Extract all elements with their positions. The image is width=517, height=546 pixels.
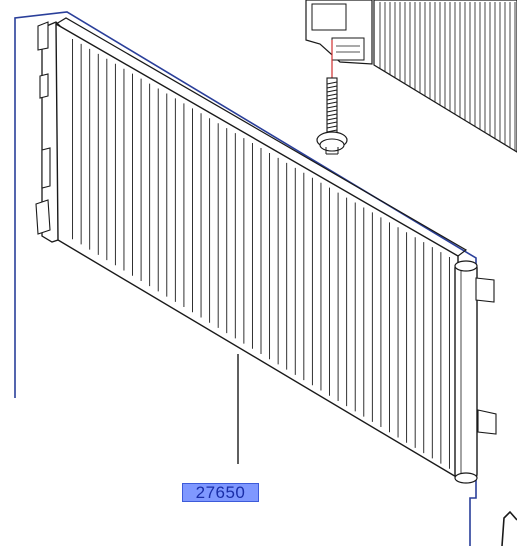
callout-outline-left bbox=[14, 11, 477, 546]
line-art-stroke bbox=[326, 113, 338, 117]
part-number-label[interactable]: 27650 bbox=[182, 483, 259, 502]
background-radiator bbox=[305, 0, 517, 153]
line-art-stroke bbox=[326, 125, 338, 129]
line-art-stroke bbox=[326, 121, 338, 125]
line-art-stroke bbox=[326, 97, 338, 101]
line-art-stroke bbox=[326, 89, 338, 93]
line-art-stroke bbox=[326, 93, 338, 97]
line-art-stroke bbox=[326, 109, 338, 113]
condenser-radiator-icon bbox=[41, 17, 478, 484]
bracket-icon bbox=[35, 21, 497, 435]
mounting-bolt-icon bbox=[316, 40, 348, 155]
line-art-stroke bbox=[326, 117, 338, 121]
line-art-stroke bbox=[326, 105, 338, 109]
line-art-stroke bbox=[326, 85, 338, 89]
line-art-stroke bbox=[326, 101, 338, 105]
line-art-stroke bbox=[326, 81, 338, 85]
lower-bracket-fragment bbox=[501, 510, 517, 546]
